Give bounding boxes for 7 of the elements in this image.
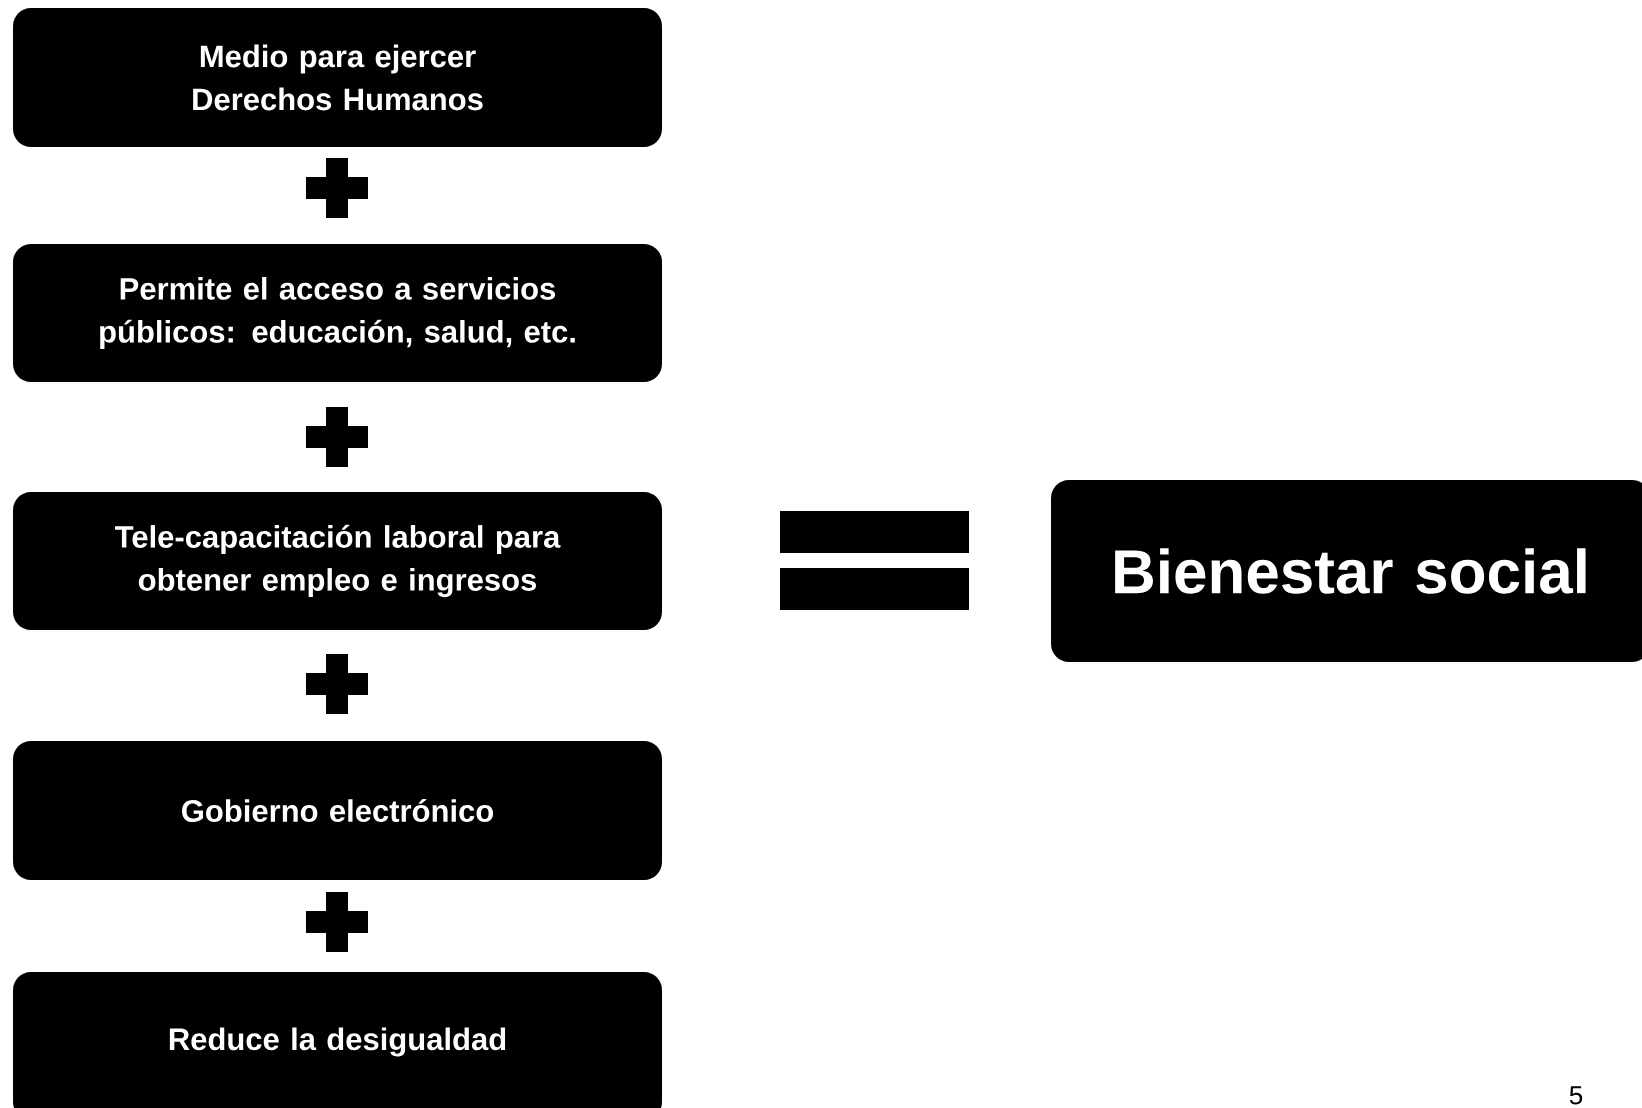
page-number: 5 [1569,1086,1583,1105]
process-box: Tele-capacitación laboral para obtener empleo e ingresos [13,492,662,630]
process-box: Permite el acceso a servicios públicos: educación, salud, etc. [13,244,662,382]
process-box: Bienestar social [1051,480,1642,662]
process-box: Reduce la desigualdad [13,972,662,1108]
process-box: Gobierno electrónico [13,741,662,880]
process-box: Medio para ejercer Derechos Humanos [13,8,662,147]
